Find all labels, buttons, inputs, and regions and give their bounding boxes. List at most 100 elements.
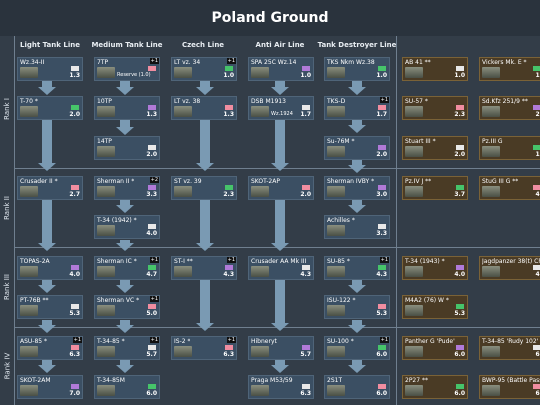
vehicle-card[interactable]: Pz.III G1. [479, 136, 540, 160]
vehicle-name: Wz.34-II [20, 59, 45, 66]
vehicle-name: T-34-85 * [97, 338, 125, 345]
vehicle-class-icon [378, 304, 386, 309]
vehicle-card[interactable]: StuG III G **4. [479, 176, 540, 200]
vehicle-card[interactable]: SU-57 *2.3 [402, 96, 468, 120]
vehicle-class-icon [302, 66, 310, 71]
vehicle-thumbnail [327, 266, 345, 277]
vehicle-thumbnail [174, 106, 192, 117]
vehicle-name: T-34 (1942) * [97, 217, 137, 224]
vehicle-thumbnail [20, 186, 38, 197]
battle-rating: 4. [535, 271, 540, 278]
vehicle-card[interactable]: BWP-95 (Battle Pass)6. [479, 375, 540, 399]
vehicle-class-icon [378, 66, 386, 71]
battle-rating: 1.0 [300, 72, 311, 79]
vehicle-name: Jagdpanzer 38(t) Chwat ** [482, 258, 540, 265]
vehicle-card[interactable]: T-70 *2.0 [17, 96, 83, 120]
vehicle-thumbnail [327, 106, 345, 117]
vehicle-name: T-34-85M [97, 377, 125, 384]
pack-count-badge: +1 [379, 257, 389, 263]
battle-rating: 4.3 [223, 271, 234, 278]
research-arrow [116, 320, 134, 333]
research-arrow [271, 360, 289, 373]
vehicle-thumbnail [327, 186, 345, 197]
vehicle-card[interactable]: 2P27 **6.0 [402, 375, 468, 399]
vehicle-card[interactable]: Crusader II *2.7 [17, 176, 83, 200]
battle-rating: 6. [535, 351, 540, 358]
vehicle-class-icon [378, 345, 386, 350]
battle-rating: 3.0 [376, 191, 387, 198]
vehicle-name: 2S1T [327, 377, 343, 384]
vehicle-card[interactable]: Achilles *3.3 [324, 215, 390, 239]
vehicle-name: BWP-95 (Battle Pass) [482, 377, 540, 384]
vehicle-thumbnail [174, 346, 192, 357]
vehicle-thumbnail [20, 385, 38, 396]
vehicle-class-icon [533, 105, 540, 110]
vehicle-class-icon [148, 185, 156, 190]
vehicle-thumbnail [174, 67, 192, 78]
research-arrow [116, 360, 134, 373]
vehicle-card[interactable]: Pz.IV J **3.7 [402, 176, 468, 200]
vehicle-thumbnail [405, 305, 423, 316]
vehicle-card[interactable]: M4A2 (76) W *5.3 [402, 295, 468, 319]
vehicle-subtitle: Wz.1924 [271, 111, 293, 117]
column-header-czech: Czech Line [181, 41, 225, 49]
research-arrow [196, 120, 214, 171]
rank-label-2: Rank II [3, 195, 11, 220]
vehicle-thumbnail [251, 346, 269, 357]
vehicle-card[interactable]: T-34-85 'Rudy 102'6. [479, 336, 540, 360]
research-arrow [348, 80, 366, 95]
vehicle-card[interactable]: Stuart III *2.0 [402, 136, 468, 160]
battle-rating: 3.3 [376, 230, 387, 237]
battle-rating: 2.3 [454, 111, 465, 118]
vehicle-card[interactable]: T-34 (1942) *4.0 [94, 215, 160, 239]
vehicle-card[interactable]: Jagdpanzer 38(t) Chwat ** 4. [479, 256, 540, 280]
rank-label-1: Rank I [3, 98, 11, 120]
vehicle-card[interactable]: PT-76B **5.3 [17, 295, 83, 319]
vehicle-thumbnail [251, 106, 269, 117]
battle-rating: 1.0 [376, 72, 387, 79]
vehicle-card[interactable]: T-34-85M 6.0 [94, 375, 160, 399]
vehicle-class-icon [225, 185, 233, 190]
vehicle-class-icon [71, 185, 79, 190]
vehicle-thumbnail [20, 106, 38, 117]
battle-rating: 6.0 [146, 390, 157, 397]
vehicle-name: T-34 (1943) * [405, 258, 445, 265]
vehicle-card[interactable]: Panther G 'Pude'6.0 [402, 336, 468, 360]
vehicle-card[interactable]: Sherman IVBY *3.0 [324, 176, 390, 200]
pack-count-badge: +1 [149, 257, 159, 263]
pack-count-badge: +1 [379, 97, 389, 103]
vehicle-card[interactable]: ISU-122 *5.3 [324, 295, 390, 319]
vehicle-card[interactable]: Vickers Mk. E *1. [479, 57, 540, 81]
vehicle-card[interactable]: Su-76M *2.0 [324, 136, 390, 160]
vehicle-card[interactable]: AB 41 **1.0 [402, 57, 468, 81]
vehicle-card[interactable]: T-34 (1943) *4.0 [402, 256, 468, 280]
vehicle-card[interactable]: Sd.Kfz 251/9 **2. [479, 96, 540, 120]
